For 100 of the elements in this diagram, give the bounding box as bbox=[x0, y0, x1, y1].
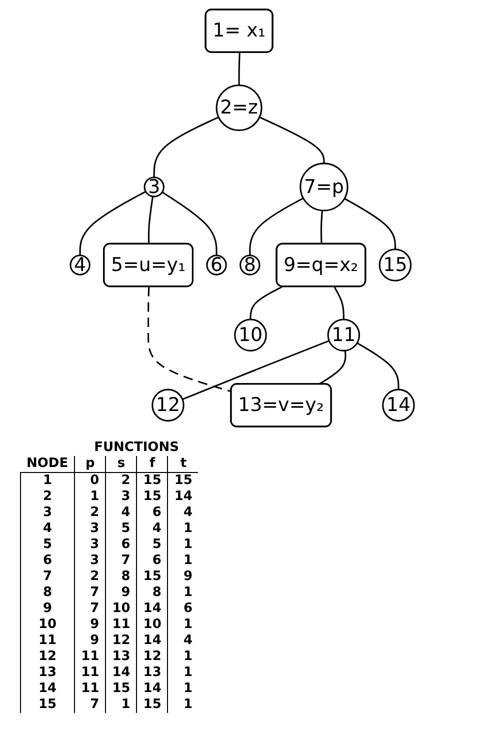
table-value: 14 bbox=[174, 489, 192, 504]
node-circle: 7=p bbox=[300, 162, 348, 212]
table-value: 14 bbox=[112, 665, 130, 680]
table-value: 9 bbox=[90, 617, 100, 632]
table-value: 4 bbox=[183, 633, 192, 648]
table-value: 4 bbox=[152, 521, 162, 536]
table-value: 5 bbox=[121, 521, 130, 536]
row-header: 15 bbox=[38, 697, 57, 712]
table-value: 14 bbox=[143, 601, 162, 616]
table-value: 6 bbox=[183, 601, 192, 616]
table-value: 1 bbox=[90, 489, 100, 504]
connector bbox=[318, 350, 347, 386]
connector bbox=[356, 342, 400, 390]
node-circle: 6 bbox=[206, 254, 228, 276]
connector bbox=[238, 52, 241, 86]
row-header: 12 bbox=[38, 649, 57, 664]
table-value: 1 bbox=[183, 617, 192, 632]
table-value: 10 bbox=[112, 601, 130, 616]
table-value: 9 bbox=[90, 633, 100, 648]
table-value: 1 bbox=[183, 521, 192, 536]
connector bbox=[320, 210, 324, 244]
column-header: NODE bbox=[26, 456, 68, 471]
table-value: 13 bbox=[112, 649, 130, 664]
node-circle: 2=z bbox=[216, 84, 263, 132]
table-value: 11 bbox=[112, 617, 130, 632]
node-circle: 15 bbox=[379, 248, 412, 282]
table-value: 2 bbox=[90, 569, 100, 584]
table-value: 5 bbox=[152, 537, 162, 552]
table-value: 11 bbox=[81, 649, 100, 664]
connector bbox=[249, 198, 304, 256]
table-value: 6 bbox=[152, 553, 162, 568]
table-value: 12 bbox=[143, 649, 162, 664]
table-value: 11 bbox=[81, 681, 100, 696]
table-value: 1 bbox=[183, 537, 192, 552]
table-value: 12 bbox=[112, 633, 130, 648]
connector bbox=[154, 116, 220, 178]
table-value: 4 bbox=[183, 505, 192, 520]
row-header: 8 bbox=[43, 585, 52, 600]
row-header: 10 bbox=[38, 617, 57, 632]
table-value: 2 bbox=[121, 473, 130, 488]
row-header: 5 bbox=[43, 537, 52, 552]
node-circle: 14 bbox=[382, 388, 416, 422]
node-circle: 12 bbox=[152, 388, 185, 422]
row-header: 9 bbox=[43, 601, 52, 616]
table-value: 10 bbox=[143, 617, 162, 632]
table-value: 1 bbox=[183, 697, 192, 712]
row-header: 14 bbox=[38, 681, 57, 696]
table-value: 13 bbox=[143, 665, 162, 680]
table-value: 14 bbox=[143, 681, 162, 696]
table-value: 15 bbox=[143, 569, 162, 584]
row-header: 3 bbox=[43, 505, 52, 520]
table-value: 9 bbox=[183, 569, 192, 584]
table-value: 3 bbox=[121, 489, 130, 504]
node-circle: 10 bbox=[234, 318, 268, 352]
column-header: s bbox=[117, 456, 126, 471]
connector bbox=[148, 196, 154, 244]
row-header: 7 bbox=[43, 569, 52, 584]
row-header: 6 bbox=[43, 553, 52, 568]
table-value: 3 bbox=[90, 521, 100, 536]
table-value: 1 bbox=[183, 585, 192, 600]
connector bbox=[344, 198, 396, 250]
node-circle: 4 bbox=[70, 254, 91, 276]
row-header: 11 bbox=[38, 633, 57, 648]
node-circle: 8 bbox=[240, 254, 260, 276]
table-value: 7 bbox=[90, 585, 100, 600]
row-header: 13 bbox=[38, 665, 57, 680]
table-value: 15 bbox=[143, 473, 162, 488]
table-value: 7 bbox=[121, 553, 130, 568]
table-value: 7 bbox=[90, 601, 100, 616]
table-value: 15 bbox=[143, 489, 162, 504]
connector bbox=[80, 190, 146, 256]
table-value: 14 bbox=[143, 633, 162, 648]
connector bbox=[182, 340, 330, 400]
table-value: 9 bbox=[121, 585, 130, 600]
row-header: 2 bbox=[43, 489, 52, 504]
column-header: p bbox=[86, 456, 95, 471]
table-value: 2 bbox=[90, 505, 100, 520]
connector bbox=[259, 116, 325, 164]
connector bbox=[334, 286, 345, 320]
table-heading: FUNCTIONS bbox=[94, 440, 179, 455]
row-header: 4 bbox=[43, 521, 52, 536]
table-value: 15 bbox=[143, 697, 162, 712]
table-value: 3 bbox=[90, 553, 100, 568]
table-value: 1 bbox=[183, 649, 192, 664]
table-value: 3 bbox=[90, 537, 100, 552]
table-value: 1 bbox=[183, 681, 192, 696]
table-value: 11 bbox=[81, 665, 100, 680]
table-value: 6 bbox=[152, 505, 162, 520]
table-value: 6 bbox=[121, 537, 130, 552]
row-header: 1 bbox=[43, 473, 52, 488]
column-header: f bbox=[150, 456, 156, 471]
connector bbox=[148, 286, 232, 392]
table-value: 1 bbox=[183, 553, 192, 568]
table-value: 8 bbox=[152, 585, 162, 600]
connector bbox=[162, 192, 218, 256]
table-value: 1 bbox=[183, 665, 192, 680]
table-value: 7 bbox=[90, 697, 100, 712]
column-header: t bbox=[180, 456, 187, 471]
connector bbox=[250, 286, 283, 320]
table-value: 0 bbox=[90, 473, 100, 488]
